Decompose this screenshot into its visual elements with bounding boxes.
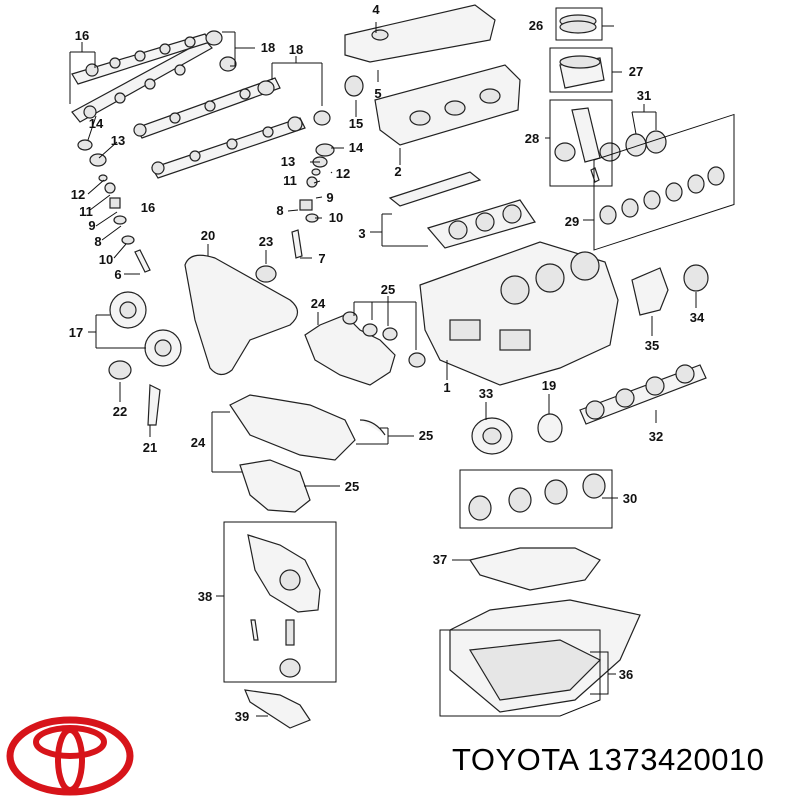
- callout-31: 31: [637, 88, 651, 103]
- callout-17: 17: [69, 325, 83, 340]
- callout-24: 24: [191, 435, 206, 450]
- rear-oil-seal-retainer[interactable]: [631, 264, 709, 316]
- connecting-rod[interactable]: [554, 107, 621, 183]
- callout-11: 11: [283, 173, 297, 188]
- group-boxes: [216, 7, 735, 717]
- oil-pump[interactable]: [247, 534, 321, 678]
- valve-train-parts: [77, 139, 335, 273]
- callout-7: 7: [318, 251, 325, 266]
- callout-3: 3: [358, 226, 365, 241]
- callout-34: 34: [690, 310, 705, 325]
- tensioner-parts: [108, 360, 161, 426]
- idler-pulley: [255, 265, 277, 283]
- callout-6: 6: [114, 267, 121, 282]
- leader-lines: [69, 22, 697, 717]
- camshaft-timing-pulleys[interactable]: [109, 291, 182, 367]
- crankshaft-pulley-and-gear[interactable]: [471, 413, 563, 455]
- callout-27: 27: [629, 64, 643, 79]
- callout-23: 23: [259, 234, 273, 249]
- callout-35: 35: [645, 338, 659, 353]
- oil-strainer[interactable]: [244, 689, 311, 729]
- crankshaft-bearings-set: [599, 166, 725, 225]
- callout-28: 28: [525, 131, 539, 146]
- callout-39: 39: [235, 709, 249, 724]
- cam-lobes: [83, 36, 303, 175]
- callout-2: 2: [394, 164, 401, 179]
- timing-belt[interactable]: [184, 254, 299, 376]
- callout-4: 4: [372, 2, 380, 17]
- cylinder-head[interactable]: [374, 64, 521, 146]
- lower-timing-cover[interactable]: [229, 394, 386, 461]
- callout-9: 9: [326, 190, 333, 205]
- callout-21: 21: [143, 440, 157, 455]
- callout-24: 24: [311, 296, 326, 311]
- crankshaft[interactable]: [579, 364, 707, 425]
- callout-16: 16: [75, 28, 89, 43]
- oil-pan-lower[interactable]: [449, 599, 641, 713]
- callout-36: 36: [619, 667, 633, 682]
- callout-38: 38: [198, 589, 212, 604]
- callout-12: 12: [336, 166, 350, 181]
- callout-33: 33: [479, 386, 493, 401]
- callout-22: 22: [113, 404, 127, 419]
- piston[interactable]: [559, 55, 605, 89]
- cylinder-head-cover[interactable]: [344, 4, 496, 63]
- callout-9: 9: [88, 218, 95, 233]
- camshaft-seals: [205, 30, 331, 126]
- callout-26: 26: [529, 18, 543, 33]
- callout-14: 14: [89, 116, 104, 131]
- callout-5: 5: [374, 86, 381, 101]
- callout-11: 11: [79, 204, 93, 219]
- callout-12: 12: [71, 187, 85, 202]
- callout-29: 29: [565, 214, 579, 229]
- piston-rings: [559, 14, 597, 34]
- brand-part-label: TOYOTA 1373420010: [452, 742, 764, 778]
- oil-pump-cover[interactable]: [239, 459, 311, 513]
- callout-25: 25: [381, 282, 395, 297]
- callout-8: 8: [276, 203, 283, 218]
- callout-15: 15: [349, 116, 363, 131]
- callout-18: 18: [289, 42, 303, 57]
- oil-pan-upper[interactable]: [469, 547, 601, 591]
- callout-13: 13: [111, 133, 125, 148]
- callout-10: 10: [329, 210, 343, 225]
- callout-20: 20: [201, 228, 215, 243]
- callout-14: 14: [349, 140, 364, 155]
- callout-32: 32: [649, 429, 663, 444]
- part-number: 1373420010: [587, 742, 765, 777]
- callout-10: 10: [99, 252, 113, 267]
- timing-belt-cover[interactable]: [304, 311, 426, 386]
- spark-plug-tube-seal: [344, 75, 364, 97]
- callout-8: 8: [94, 234, 101, 249]
- brand-name: TOYOTA: [452, 742, 578, 777]
- callout-30: 30: [623, 491, 637, 506]
- callout-18: 18: [261, 40, 275, 55]
- callout-37: 37: [433, 552, 447, 567]
- head-gaskets: [388, 171, 536, 249]
- cylinder-block[interactable]: [419, 241, 619, 386]
- callout-25: 25: [419, 428, 433, 443]
- callout-13: 13: [281, 154, 295, 169]
- callout-19: 19: [542, 378, 556, 393]
- main-bearings: [468, 473, 606, 521]
- callout-25: 25: [345, 479, 359, 494]
- callout-16: 16: [141, 200, 155, 215]
- callout-1: 1: [443, 380, 450, 395]
- toyota-logo-icon: [6, 716, 134, 796]
